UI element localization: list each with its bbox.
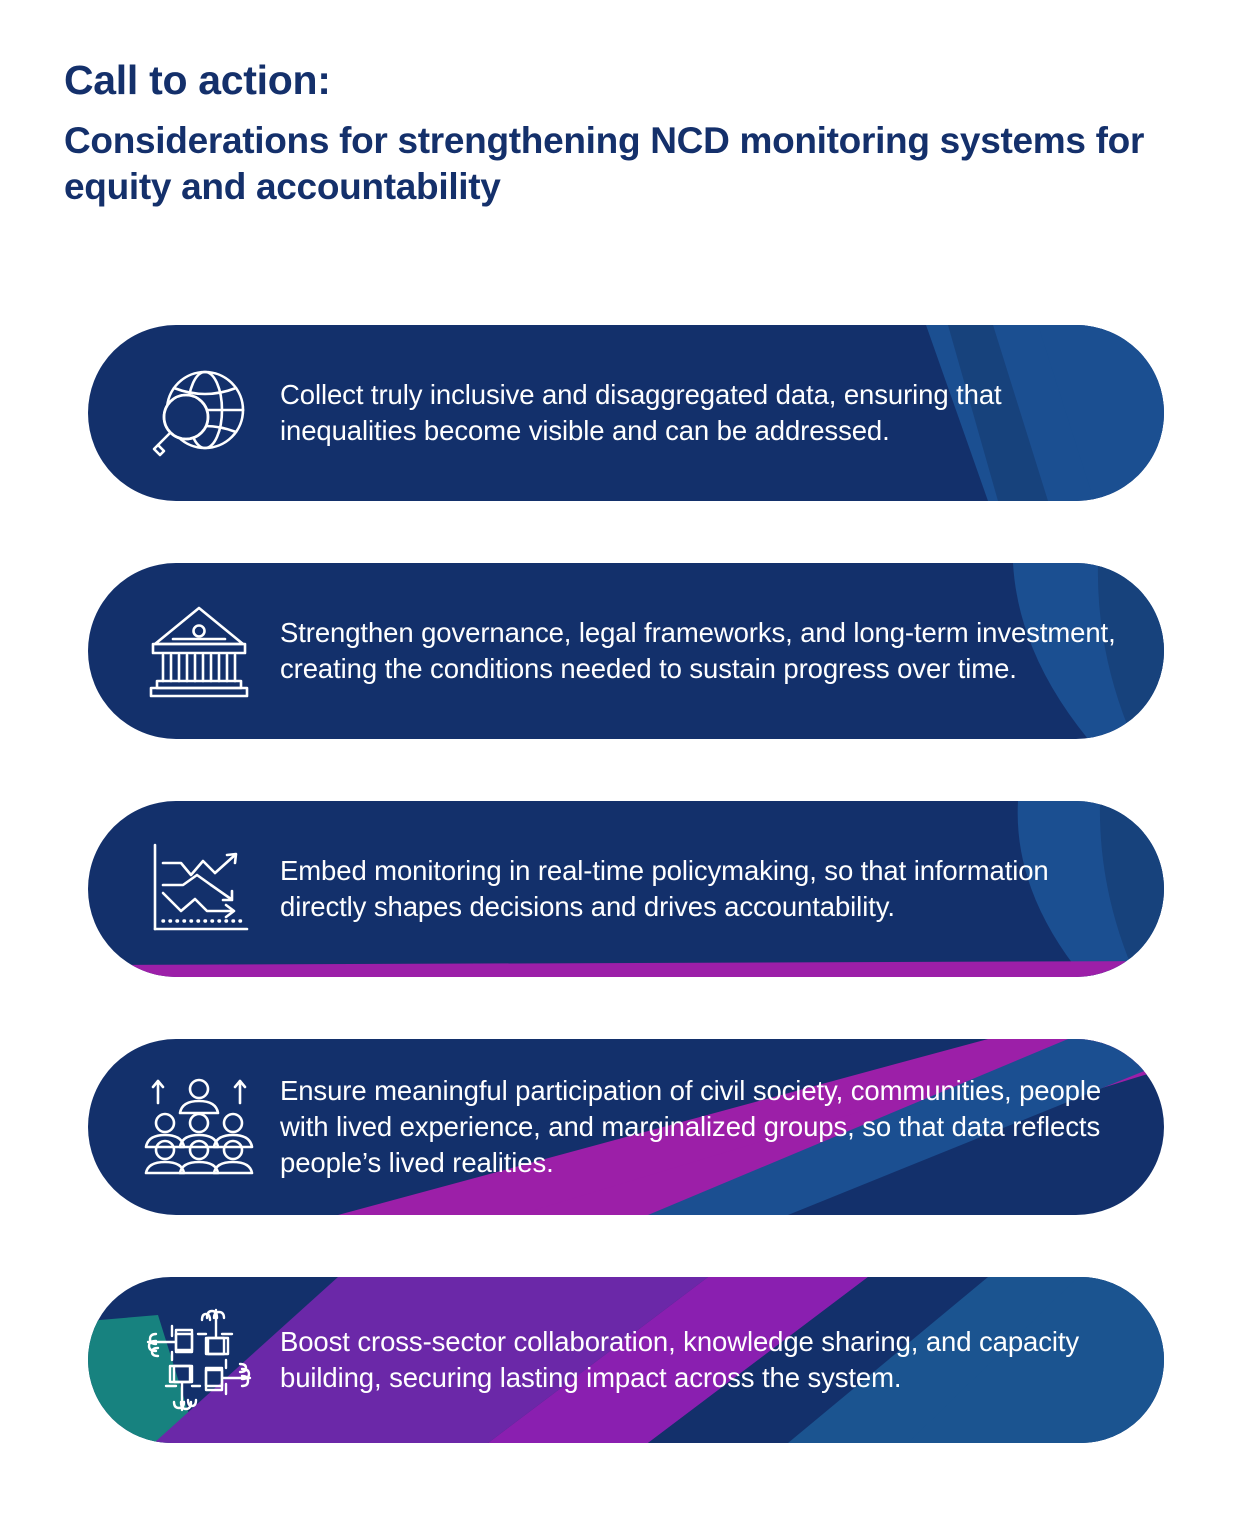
globe-magnifier-icon: [140, 357, 258, 469]
page-header: Call to action: Considerations for stren…: [64, 57, 1174, 210]
trend-chart-icon: [140, 833, 258, 945]
list-item-text: Embed monitoring in real-time policymaki…: [280, 854, 1049, 922]
call-to-action-list: Collect truly inclusive and disaggregate…: [88, 325, 1164, 1443]
people-group-icon: [140, 1071, 258, 1183]
list-item-collect-data: Collect truly inclusive and disaggregate…: [88, 325, 1164, 501]
joined-hands-icon: [140, 1304, 258, 1416]
list-item-boost-collaboration: Boost cross-sector collaboration, knowle…: [88, 1277, 1164, 1443]
list-item-text: Ensure meaningful participation of civil…: [280, 1074, 1102, 1179]
page-title-subhead: Considerations for strengthening NCD mon…: [64, 119, 1145, 207]
list-item-text: Collect truly inclusive and disaggregate…: [280, 378, 1002, 446]
list-item-strengthen-governance: Strengthen governance, legal frameworks,…: [88, 563, 1164, 739]
list-item-embed-monitoring: Embed monitoring in real-time policymaki…: [88, 801, 1164, 977]
page-title-kicker: Call to action:: [64, 57, 331, 103]
list-item-text: Strengthen governance, legal frameworks,…: [280, 616, 1116, 684]
list-item-text: Boost cross-sector collaboration, knowle…: [280, 1325, 1080, 1393]
list-item-ensure-participation: Ensure meaningful participation of civil…: [88, 1039, 1164, 1215]
institution-building-icon: [140, 595, 258, 707]
